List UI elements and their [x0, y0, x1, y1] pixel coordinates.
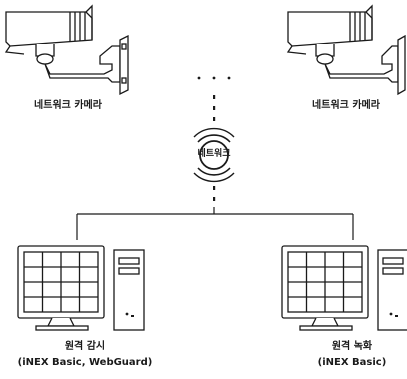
ellipsis-dots [197, 76, 231, 80]
camera-right-icon [286, 4, 406, 96]
pc-left-sublabel: (iNEX Basic, WebGuard) [17, 357, 153, 368]
pc-connector-lines [76, 207, 354, 240]
network-label: 네트워크 [197, 149, 231, 159]
pc-right-icon [281, 245, 407, 331]
pc-left-icon [17, 245, 145, 331]
pc-left-label: 원격 감시 [64, 341, 106, 352]
pc-right-sublabel: (iNEX Basic) [317, 357, 387, 368]
camera-left-icon [4, 4, 129, 96]
pc-right-label: 원격 녹화 [331, 341, 373, 352]
network-pc-link [213, 186, 216, 201]
network-icon [193, 127, 235, 183]
camera-network-link [213, 95, 216, 121]
camera-left-label: 네트워크 카메라 [34, 100, 102, 111]
camera-right-label: 네트워크 카메라 [312, 100, 380, 111]
